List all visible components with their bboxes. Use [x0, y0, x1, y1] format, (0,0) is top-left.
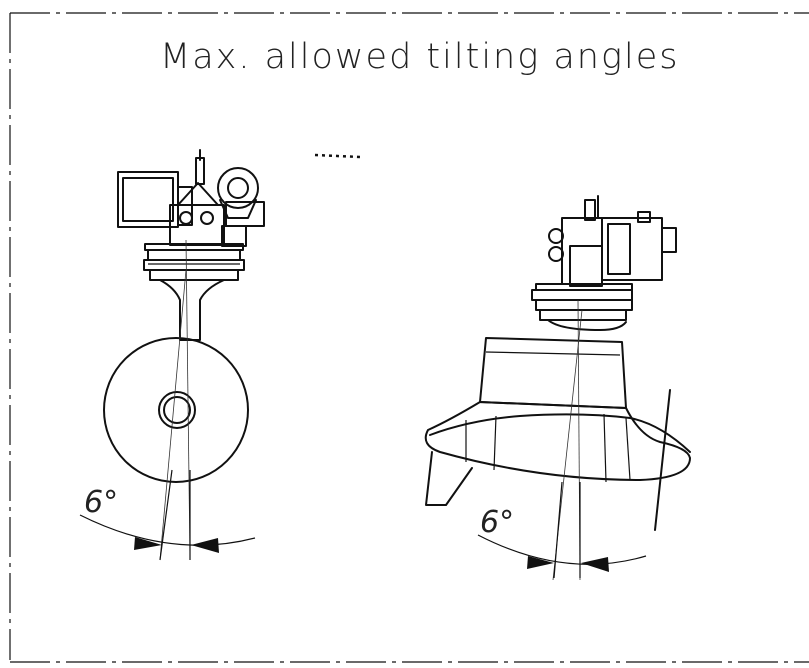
- motor-housing-right: [561, 217, 603, 285]
- angle-arc-left: [79, 514, 256, 546]
- propeller-nozzle: [103, 337, 249, 483]
- diagram-title: Max. allowed tilting angles: [160, 37, 679, 77]
- reference-line-right: [654, 389, 671, 531]
- vertical-axis-left: [185, 239, 191, 561]
- arrow-right-b: [581, 557, 609, 572]
- left-thruster-front-view: 6°: [79, 149, 265, 561]
- arrow-right-a: [527, 556, 554, 569]
- angle-label-left: 6°: [84, 485, 118, 520]
- arrow-left-a: [134, 537, 162, 550]
- propeller-hub: [158, 391, 196, 429]
- skeg: [425, 451, 473, 506]
- right-thruster-side-view: 6°: [424, 195, 691, 581]
- pulley: [217, 167, 259, 209]
- stray-mark: [314, 153, 361, 159]
- nozzle-side: [424, 401, 691, 481]
- drawing-frame: [9, 12, 809, 663]
- arrow-left-b: [191, 538, 219, 553]
- tilted-axis-left: [159, 269, 187, 561]
- angle-arc-right: [477, 534, 647, 565]
- angle-label-right: 6°: [480, 505, 514, 540]
- thruster-leg: [479, 337, 627, 409]
